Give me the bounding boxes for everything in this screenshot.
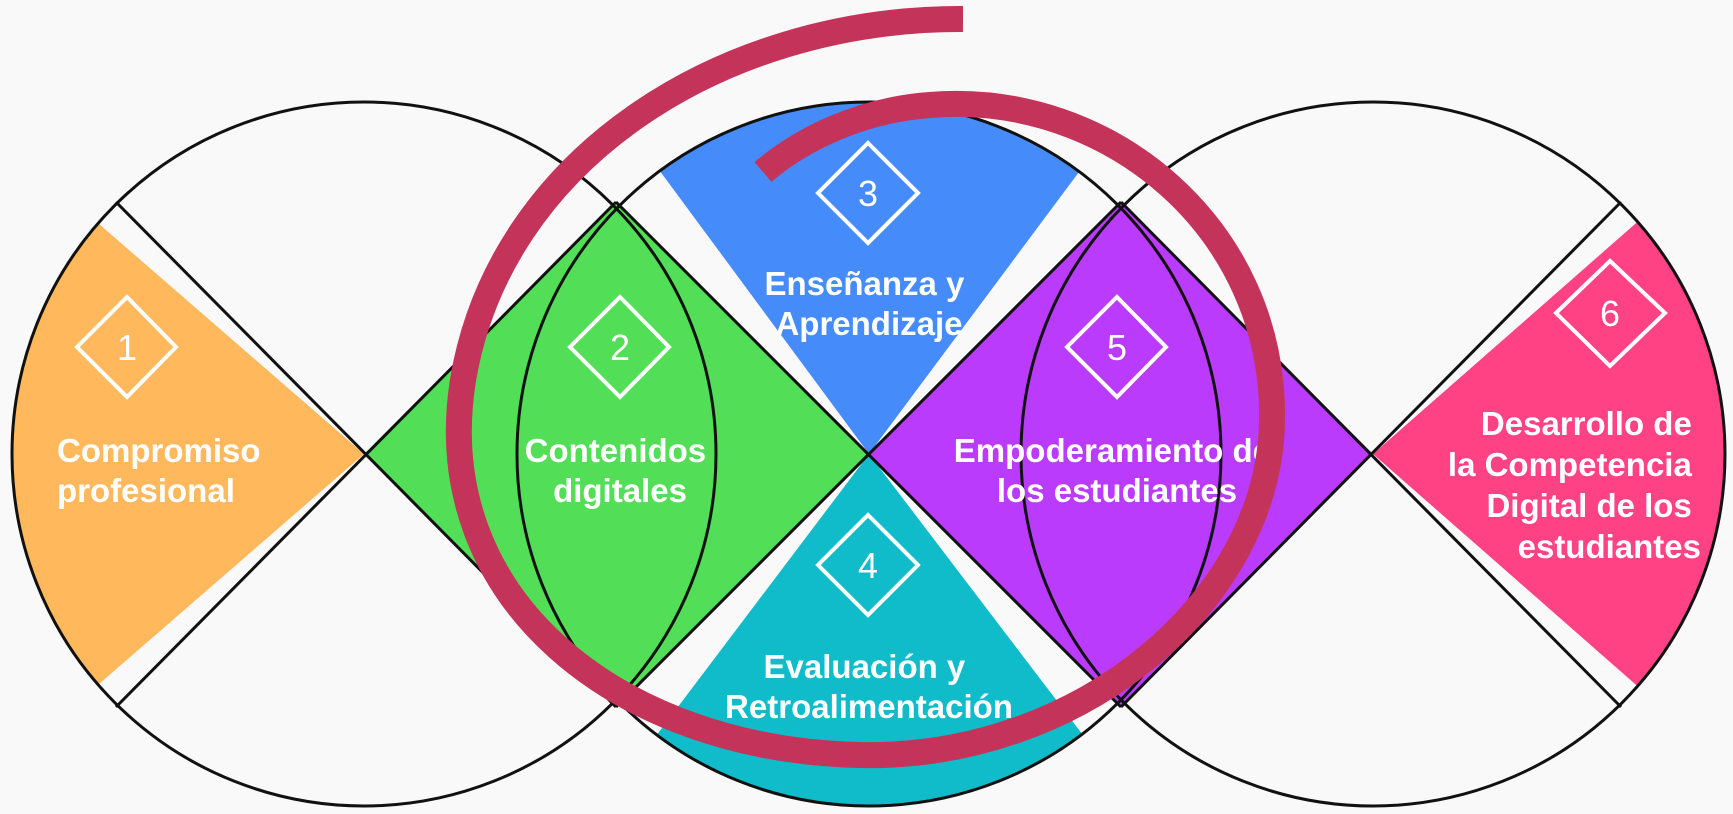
- segment-area-6: [1373, 138, 1725, 770]
- divider-line: [1119, 200, 1623, 709]
- middle-circle: [515, 100, 1223, 808]
- diamond-badge-icon: [1064, 294, 1169, 400]
- area-title: Compromiso profesional: [57, 432, 270, 509]
- area-2: 2 Contenidos digitales: [525, 294, 716, 509]
- highlight-swirl: [445, 5, 1286, 769]
- area-number: 2: [610, 327, 630, 368]
- diamond-badge-icon: [1553, 258, 1668, 369]
- right-circle: [1019, 100, 1727, 808]
- area-number: 6: [1600, 293, 1620, 334]
- diamond-badge-icon: [815, 512, 921, 618]
- area-4: 4 Evaluación y Retroalimentación: [725, 512, 1013, 725]
- area-number: 4: [858, 545, 878, 586]
- area-number: 3: [858, 173, 878, 214]
- segment-area-3: [600, 102, 1140, 454]
- area-number: 1: [117, 327, 137, 368]
- area-title: Empoderamiento de los estudiantes: [954, 432, 1280, 509]
- area-title: Enseñanza y Aprendizaje: [764, 265, 973, 342]
- divider-line: [114, 200, 618, 709]
- area-title: Contenidos digitales: [525, 432, 716, 509]
- left-circle: [10, 100, 718, 808]
- area-5: 5 Empoderamiento de los estudiantes: [954, 294, 1280, 509]
- segment-area-1: [12, 138, 364, 770]
- circle-outlines: [10, 100, 1727, 808]
- area-title: Desarrollo de la Competencia Digital de …: [1448, 405, 1701, 565]
- area-title: Evaluación y Retroalimentación: [725, 648, 1013, 725]
- diamond-badge-icon: [815, 140, 921, 246]
- diamond-badge-icon: [567, 294, 672, 400]
- area-number: 5: [1107, 327, 1127, 368]
- diamond-badge-icon: [74, 294, 179, 400]
- area-6: 6 Desarrollo de la Competencia Digital d…: [1448, 258, 1701, 565]
- area-1: 1 Compromiso profesional: [57, 294, 270, 509]
- divider-line: [614, 200, 1123, 709]
- area-3: 3 Enseñanza y Aprendizaje: [764, 140, 973, 342]
